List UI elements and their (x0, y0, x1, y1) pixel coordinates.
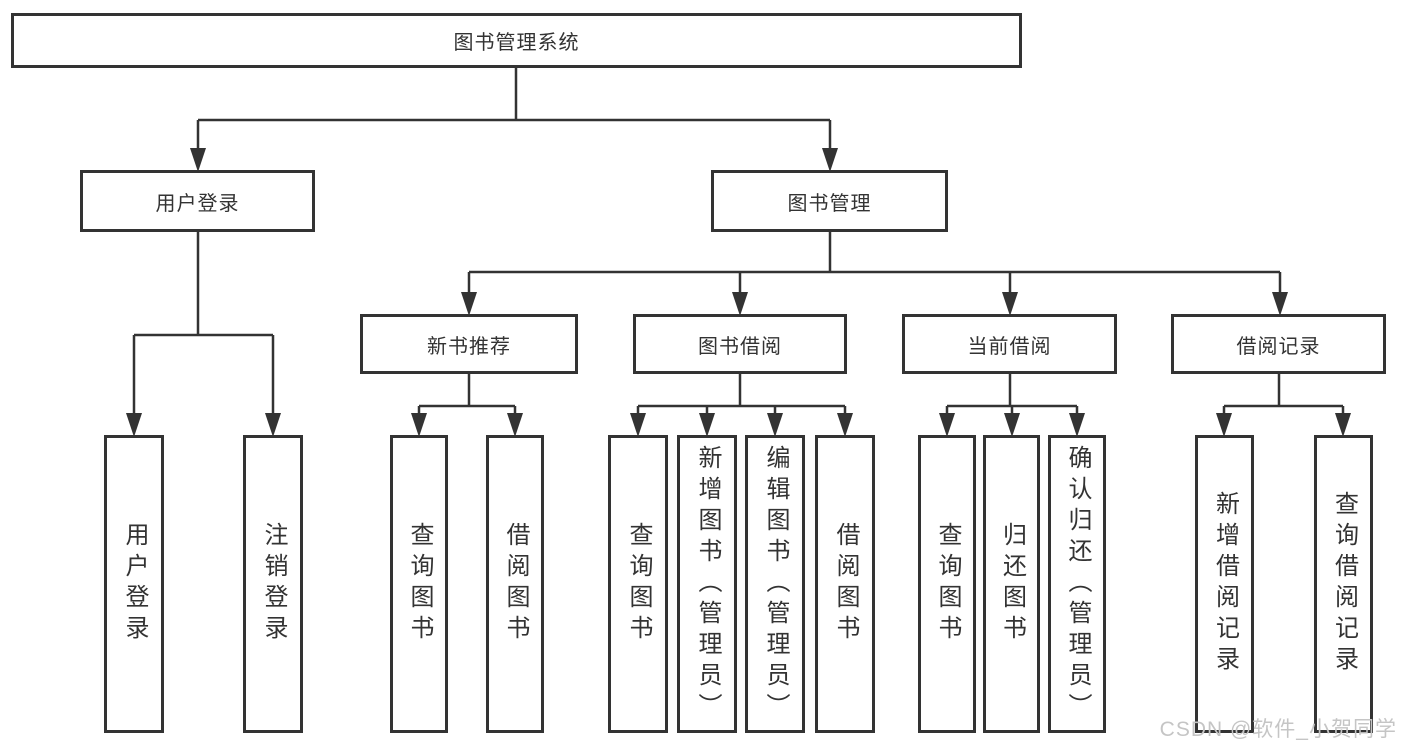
node-book-borrow-label: 图书借阅 (698, 335, 782, 358)
node-leaf-add-book-admin: 新增图书（管理员） (677, 435, 737, 733)
node-leaf-query-books-current: 查询图书 (918, 435, 976, 733)
leaf-label: 借阅图书 (832, 522, 859, 646)
node-book-borrow: 图书借阅 (633, 314, 847, 374)
node-borrow-records-label: 借阅记录 (1236, 335, 1321, 358)
leaf-label: 查询图书 (406, 522, 433, 646)
leaf-label: 查询图书 (625, 522, 652, 646)
node-leaf-user-login: 用户登录 (104, 435, 164, 733)
node-book-management: 图书管理 (711, 170, 948, 232)
leaf-label: 确认归还（管理员） (1064, 444, 1091, 724)
node-leaf-query-borrow-record: 查询借阅记录 (1314, 435, 1373, 733)
arrowheads (126, 148, 1351, 437)
leaf-label: 借阅图书 (502, 522, 529, 646)
node-user-login-label: 用户登录 (155, 192, 240, 215)
node-current-borrow: 当前借阅 (902, 314, 1117, 374)
leaf-label: 归还图书 (998, 522, 1026, 646)
leaf-label: 新增图书（管理员） (694, 444, 721, 724)
node-borrow-records: 借阅记录 (1171, 314, 1386, 374)
node-leaf-borrow-books-recommend: 借阅图书 (486, 435, 544, 733)
node-new-book-recommend-label: 新书推荐 (427, 335, 511, 358)
leaf-label: 注销登录 (260, 522, 287, 646)
node-leaf-return-book: 归还图书 (983, 435, 1040, 733)
node-leaf-logout: 注销登录 (243, 435, 303, 733)
leaf-label: 编辑图书（管理员） (762, 444, 789, 724)
node-current-borrow-label: 当前借阅 (967, 335, 1052, 358)
node-library-system: 图书管理系统 (11, 13, 1022, 68)
node-new-book-recommend: 新书推荐 (360, 314, 578, 374)
node-leaf-edit-book-admin: 编辑图书（管理员） (745, 435, 805, 733)
node-leaf-query-books-recommend: 查询图书 (390, 435, 448, 733)
leaf-label: 查询图书 (934, 522, 961, 646)
node-book-management-label: 图书管理 (787, 192, 872, 215)
leaf-label: 用户登录 (121, 522, 148, 646)
leaf-label: 查询借阅记录 (1330, 491, 1358, 677)
node-user-login: 用户登录 (80, 170, 315, 232)
node-leaf-query-books-borrow: 查询图书 (608, 435, 668, 733)
leaf-label: 新增借阅记录 (1211, 491, 1239, 677)
node-leaf-add-borrow-record: 新增借阅记录 (1195, 435, 1254, 733)
node-library-system-label: 图书管理系统 (453, 32, 580, 54)
node-leaf-borrow-books-borrow: 借阅图书 (815, 435, 875, 733)
node-leaf-confirm-return-admin: 确认归还（管理员） (1048, 435, 1106, 733)
csdn-watermark: CSDN @软件_小贺同学 (1159, 718, 1397, 741)
